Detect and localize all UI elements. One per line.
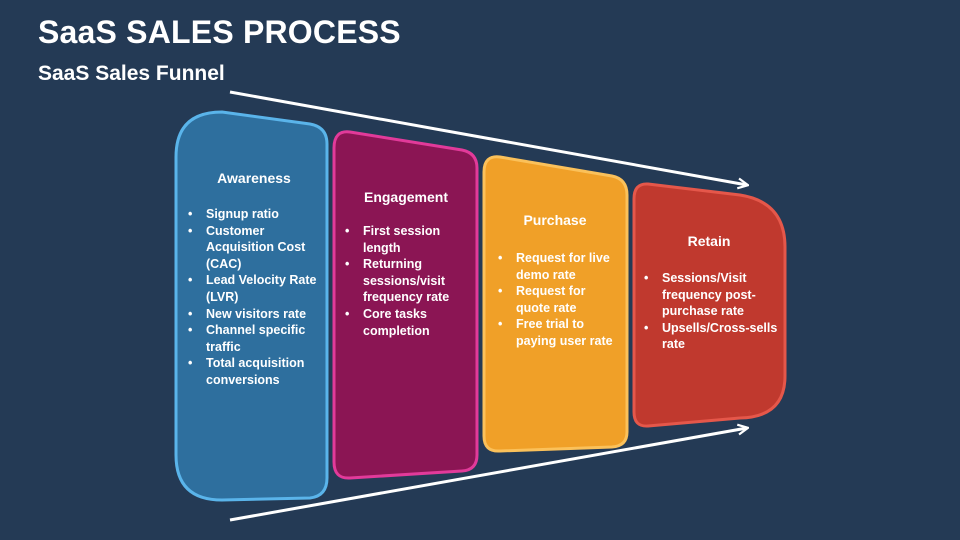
- list-item: Total acquisition conversions: [184, 355, 324, 388]
- page-subtitle: SaaS Sales Funnel: [38, 62, 225, 85]
- page-title: SaaS SALES PROCESS: [38, 14, 401, 50]
- stage-awareness-list: Signup ratio Customer Acquisition Cost (…: [184, 206, 324, 389]
- bottom-funnel-arrow: [229, 428, 747, 522]
- list-item: New visitors rate: [184, 306, 324, 323]
- stage-purchase-title: Purchase: [523, 212, 587, 228]
- stage-retain-title: Retain: [687, 233, 731, 249]
- list-item: First session length: [341, 223, 471, 256]
- list-item: Sessions/Visit frequency post-purchase r…: [640, 270, 778, 320]
- list-item: Upsells/Cross-sells rate: [640, 320, 778, 353]
- stage-awareness-title: Awareness: [217, 170, 291, 186]
- top-funnel-arrow: [229, 90, 747, 185]
- list-item: Signup ratio: [184, 206, 324, 223]
- list-item: Customer Acquisition Cost (CAC): [184, 223, 324, 273]
- stage-retain-list: Sessions/Visit frequency post-purchase r…: [640, 270, 778, 353]
- list-item: Lead Velocity Rate (LVR): [184, 272, 324, 305]
- stage-engagement-list: First session length Returning sessions/…: [341, 223, 471, 339]
- stage-engagement: Engagement First session length Returnin…: [341, 189, 471, 339]
- list-item: Request for quote rate: [494, 283, 616, 316]
- stage-purchase: Purchase Request for live demo rate Requ…: [494, 212, 616, 350]
- stage-awareness: Awareness Signup ratio Customer Acquisit…: [184, 170, 324, 389]
- list-item: Free trial to paying user rate: [494, 316, 616, 349]
- list-item: Returning sessions/visit frequency rate: [341, 256, 471, 306]
- stage-purchase-list: Request for live demo rate Request for q…: [494, 250, 616, 350]
- list-item: Core tasks completion: [341, 306, 471, 339]
- stage-retain: Retain Sessions/Visit frequency post-pur…: [640, 233, 778, 353]
- stage-engagement-title: Engagement: [363, 189, 448, 205]
- list-item: Request for live demo rate: [494, 250, 616, 283]
- list-item: Channel specific traffic: [184, 322, 324, 355]
